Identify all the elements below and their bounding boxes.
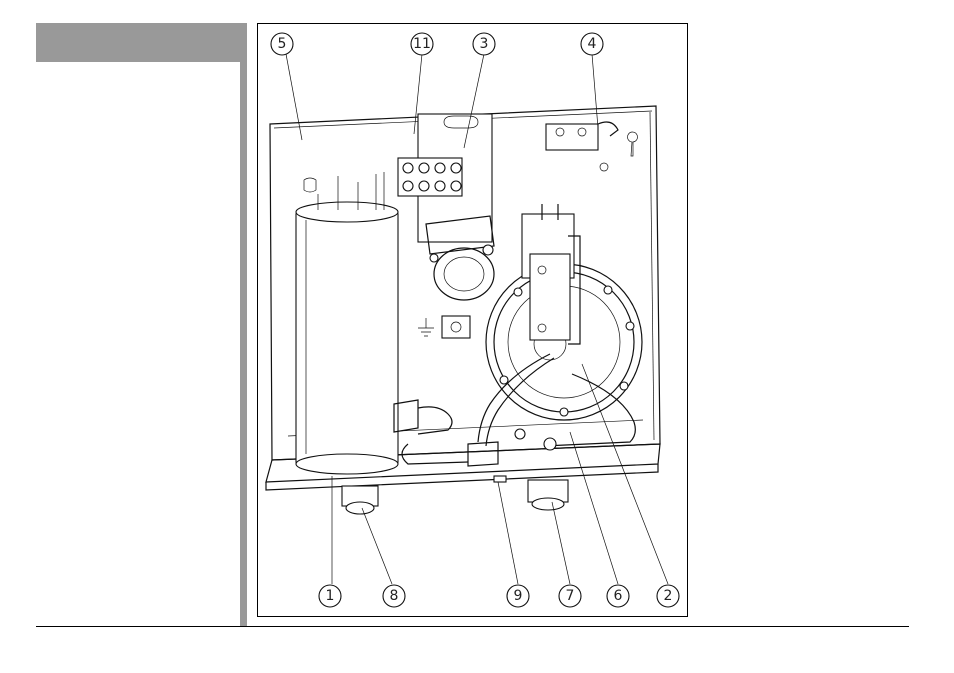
svg-text:9: 9: [514, 588, 523, 604]
terminal-block: [398, 114, 494, 300]
callout-6: 6: [607, 585, 629, 607]
svg-text:5: 5: [278, 36, 287, 52]
diagram-drawing: 5 11 3 4 1 8 9 7 6 2: [258, 24, 689, 618]
callout-3: 3: [473, 33, 495, 55]
callout-5: 5: [271, 33, 293, 55]
svg-text:3: 3: [480, 36, 489, 52]
section-header-rule: [36, 60, 243, 62]
callout-2: 2: [657, 585, 679, 607]
svg-text:8: 8: [390, 588, 399, 604]
svg-text:4: 4: [588, 36, 597, 52]
capillary-tubes: [468, 354, 635, 466]
callout-11: 11: [411, 33, 433, 55]
svg-text:2: 2: [664, 588, 673, 604]
callout-1: 1: [319, 585, 341, 607]
svg-text:11: 11: [413, 36, 431, 52]
section-side-bar: [240, 23, 247, 626]
pressure-switch: [522, 204, 580, 344]
footer-rule: [36, 626, 909, 627]
svg-text:1: 1: [326, 588, 335, 604]
relay-switch: [546, 122, 618, 150]
callout-4: 4: [581, 33, 603, 55]
callout-7: 7: [559, 585, 581, 607]
callout-9: 9: [507, 585, 529, 607]
svg-text:7: 7: [566, 588, 575, 604]
appliance-diagram: 5 11 3 4 1 8 9 7 6 2: [257, 23, 688, 617]
section-header-box: [36, 23, 243, 61]
callout-8: 8: [383, 585, 405, 607]
earth-terminal: [418, 316, 470, 338]
svg-text:6: 6: [614, 588, 623, 604]
